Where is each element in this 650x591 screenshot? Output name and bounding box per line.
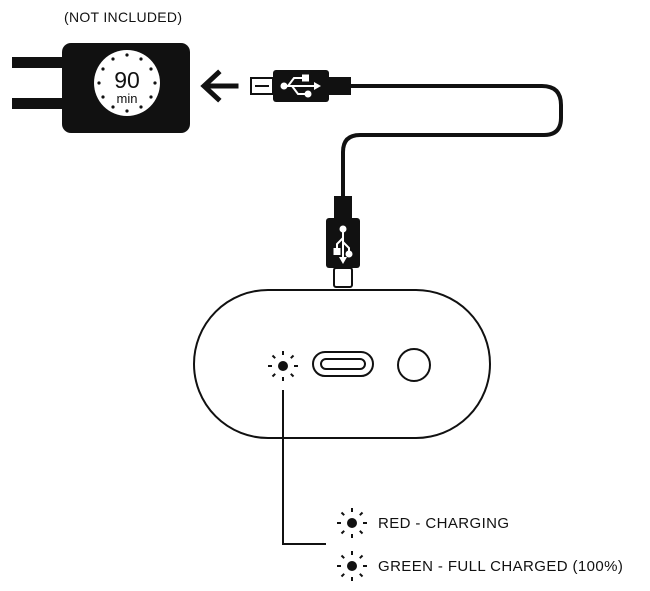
led-indicator-icon [337,551,367,581]
power-button [397,348,431,382]
led-leader-line [282,390,326,545]
legend-green-label: GREEN - FULL CHARGED (100%) [378,558,623,575]
timer-tick-marks [97,53,157,113]
usb-c-port [312,351,374,377]
charging-cable [341,84,563,196]
legend-red-label: RED - CHARGING [378,515,509,532]
timer-value: 90 [114,67,140,93]
wall-adapter: 90 min [12,43,190,133]
led-indicator-icon [268,351,298,381]
legend-item-red: RED - CHARGING [337,508,509,538]
arrow-left-icon [200,69,239,103]
led-indicator-icon [337,508,367,538]
not-included-note: (NOT INCLUDED) [64,9,182,25]
timer-unit: min [117,91,138,106]
usb-symbol-icon [280,74,321,98]
usb-c-plug [326,196,360,288]
power-bank [193,289,491,439]
usb-symbol-icon [333,225,353,264]
legend-item-green: GREEN - FULL CHARGED (100%) [337,551,623,581]
usb-a-plug-top [250,70,351,102]
